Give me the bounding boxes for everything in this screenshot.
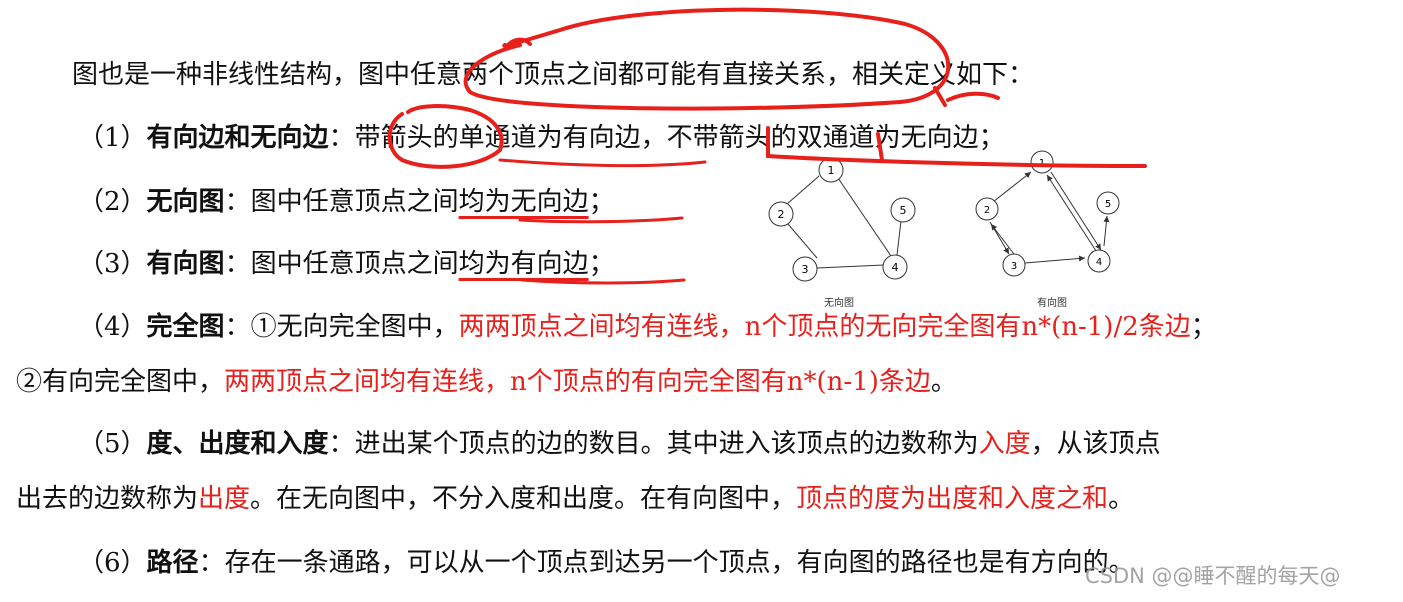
node-label: 1 [1039,158,1045,169]
def-colon: ： [224,187,251,217]
definition-4-line1: （4）完全图：①无向完全图中，两两顶点之间均有连线，n个顶点的无向完全图有n*(… [78,307,1217,347]
def-underlined-text: 均为无向边 [458,187,589,217]
intro-line: 图也是一种非线性结构，图中任意两个顶点之间都可能有直接关系，相关定义如下： [72,55,1034,95]
def-colon: ： [198,548,225,578]
def-text: 出去的边数称为 [16,484,199,514]
def-text: 图中任意顶点之间 [250,249,459,279]
def-text: ； [588,249,615,279]
def-number: （2） [78,187,147,217]
def-highlight-text: 入度 [978,429,1031,459]
definition-2: （2）无向图：图中任意顶点之间均为无向边； [78,182,615,222]
def-term: 度、出度和入度 [146,429,329,459]
def-highlight-text: 顶点的度为出度和入度之和 [796,484,1109,514]
def-text: 带箭头的单通道为有向边 [354,123,641,153]
csdn-watermark: CSDN @@睡不醒的每天@ [1085,564,1341,588]
graph-edge-arrow [1024,255,1086,264]
node-label: 1 [828,164,835,177]
def-highlight-text: 两两顶点之间均有连线，n个顶点的有向完全图有n*(n-1)条边 [224,367,931,397]
definition-3: （3）有向图：图中任意顶点之间均为有向边； [78,244,615,284]
def-text: 图中任意顶点之间 [250,187,459,217]
graph-edge-arrow [1103,215,1110,247]
node-label: 3 [802,263,809,276]
node-label: 5 [1105,199,1111,210]
definition-5-line1: （5）度、出度和入度：进出某个顶点的边的数目。其中进入该顶点的边数称为入度，从该… [78,424,1161,464]
graph-node [975,197,999,221]
graph-node [1002,253,1026,277]
definition-6: （6）路径：存在一条通路，可以从一个顶点到达另一个顶点，有向图的路径也是有方向的… [78,543,1135,583]
graph-node [1087,249,1111,273]
graph-edge [837,177,892,257]
graph-edge-arrow [1050,171,1102,251]
graph-edge [816,264,885,269]
graph-node [882,254,908,280]
def-colon: ： [328,429,355,459]
node-label: 4 [892,261,899,274]
node-label: 4 [1096,257,1102,268]
definition-4-line2: ②有向完全图中，两两顶点之间均有连线，n个顶点的有向完全图有n*(n-1)条边。 [16,362,957,402]
def-text: ，从该顶点 [1030,429,1161,459]
graph-node [1096,191,1120,215]
def-number: （1） [78,123,147,153]
tick-mark [506,37,532,47]
def-text: ， [640,123,667,153]
def-underlined-text: 均为有向边 [458,249,589,279]
def-text: 存在一条通路，可以从一个顶点到达另一个顶点，有向图的路径也是有方向的。 [224,548,1135,578]
graph-edge [786,175,820,205]
directed-caption: 有向图 [1037,296,1067,309]
undirected-caption: 无向图 [824,296,854,309]
definition-5-line2: 出去的边数称为出度。在无向图中，不分入度和出度。在有向图中，顶点的度为出度和入度… [16,479,1134,519]
def-term: 路径 [146,548,199,578]
graph-edge [787,223,818,259]
def-term: 有向边和无向边 [146,123,329,153]
def-term: 完全图 [146,312,225,342]
node-label: 3 [1011,261,1017,272]
def-text: ； [588,187,615,217]
def-highlight-text: 两两顶点之间均有连线，n个顶点的无向完全图有n*(n-1)/2条边 [458,312,1191,342]
def-colon: ： [224,312,251,342]
node-label: 5 [900,204,907,217]
def-text: ①无向完全图中， [250,312,459,342]
graph-edge-arrow [992,171,1032,203]
node-label: 2 [778,208,785,221]
def-highlight-text: 出度 [198,484,251,514]
intro-text-end: ，相关定义如下： [826,60,1035,90]
graph-node [890,197,916,223]
def-number: （5） [78,429,147,459]
def-term: 有向图 [146,249,225,279]
def-text: 。 [1108,484,1135,514]
intro-text: 图也是一种非线性结构，图中 [72,60,411,90]
directed-graph: 1 2 5 3 4 有向图 [975,150,1120,309]
def-number: （4） [78,312,147,342]
def-term: 无向图 [146,187,225,217]
def-text: ②有向完全图中， [16,367,225,397]
def-text: 进出某个顶点的边的数目。其中进入该顶点的边数称为 [354,429,979,459]
def-number: （6） [78,548,147,578]
def-text: ； [978,123,1005,153]
graph-node [792,256,818,282]
def-colon: ： [328,123,355,153]
graph-node [768,201,794,227]
graph-edge-arrow [990,223,1015,255]
def-text: 不带箭头的双通道为无向边 [666,123,979,153]
intro-circled-text: 任意两个顶点之间都可能有直接关系 [410,60,827,90]
graph-figure: 1 2 5 3 4 无向图 1 2 5 3 4 有向图 [768,150,1120,309]
def-text: ； [1190,312,1217,342]
def-number: （3） [78,249,147,279]
def-text: 。 [930,367,957,397]
underline-mark [498,158,707,168]
node-label: 2 [984,205,990,216]
def-colon: ： [224,249,251,279]
graph-edge-arrow [1046,174,1099,255]
undirected-graph: 1 2 5 3 4 无向图 [768,157,916,309]
graph-edge [896,220,902,256]
def-text: 。在无向图中，不分入度和出度。在有向图中， [250,484,797,514]
